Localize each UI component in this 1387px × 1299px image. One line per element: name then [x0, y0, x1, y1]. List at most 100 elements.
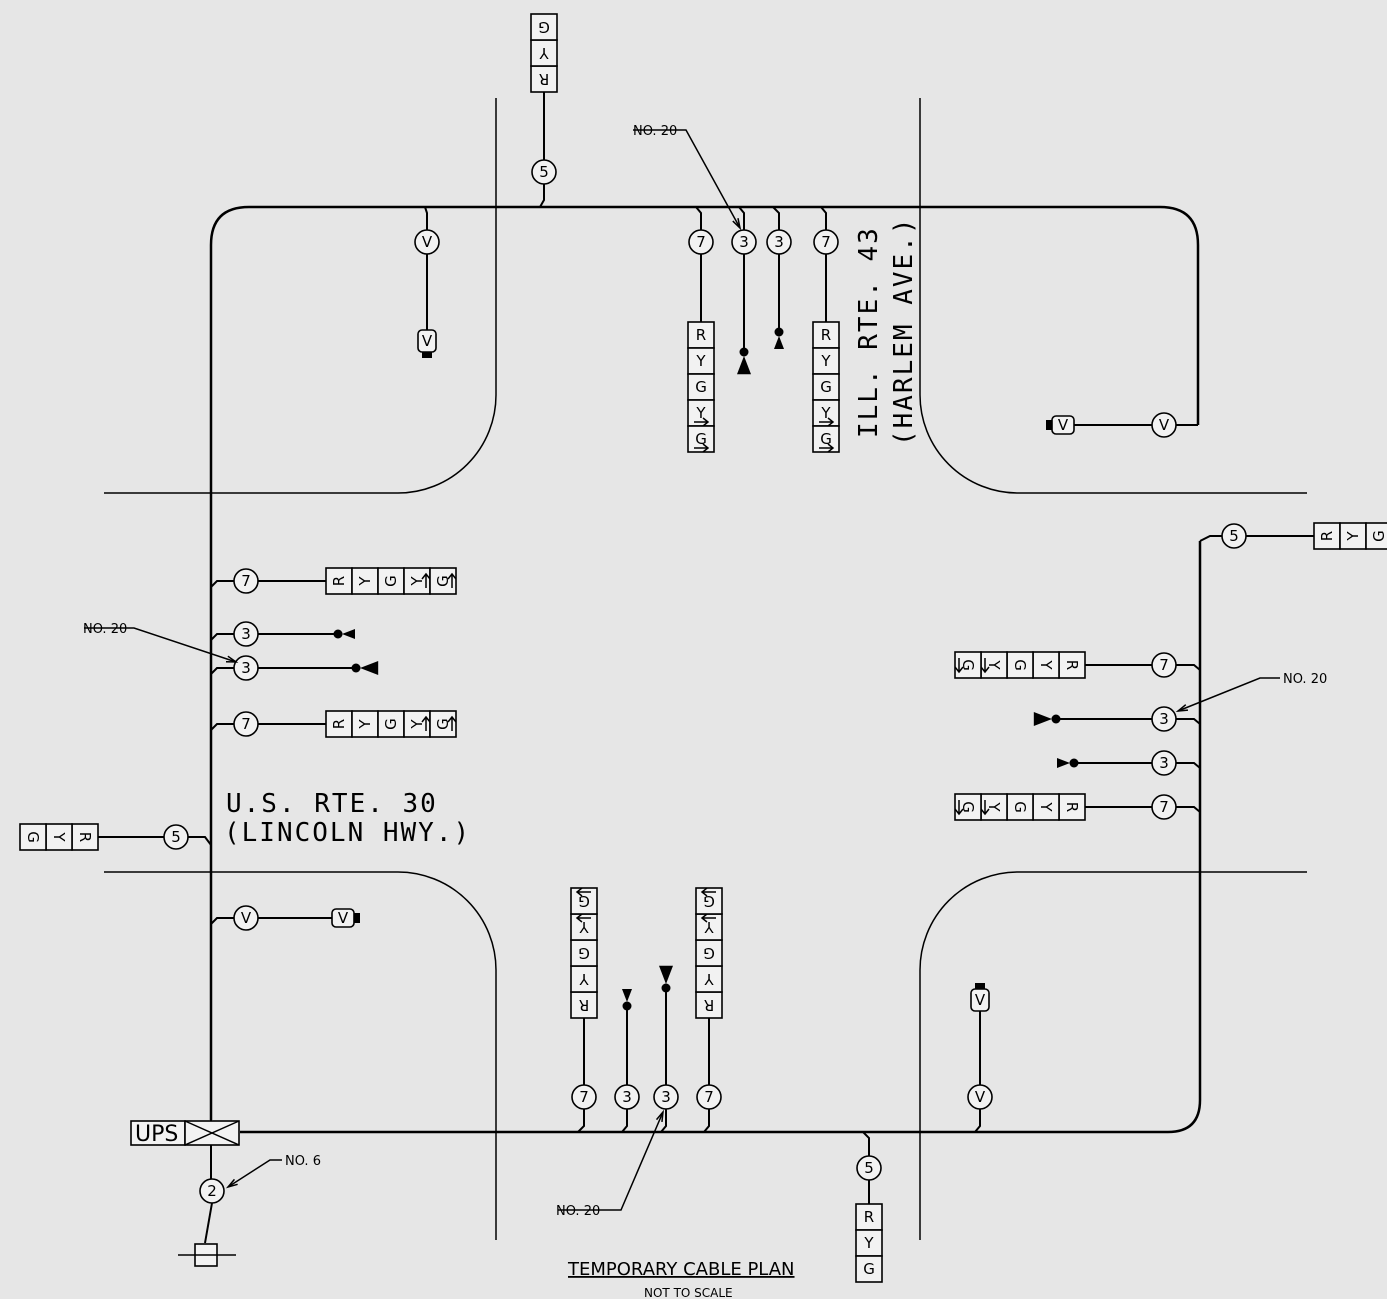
ped-head — [1033, 712, 1052, 726]
camera-lens — [1046, 420, 1052, 430]
cable-wire — [539, 184, 545, 208]
ped-head — [659, 965, 673, 984]
arrow-icon — [447, 715, 457, 731]
cable-wire — [188, 836, 212, 846]
signal-head-north-far: RYG — [530, 13, 558, 93]
ped-head — [360, 661, 379, 675]
signal-section — [855, 1255, 883, 1283]
leader-line — [558, 1111, 664, 1211]
road-curbs — [104, 98, 1307, 1240]
signal-section — [1006, 793, 1034, 821]
camera-lens — [975, 983, 985, 989]
arrow-icon — [575, 913, 591, 923]
bubble-label: 3 — [241, 659, 251, 677]
bubble-label: V — [1159, 416, 1170, 434]
bubble-5-west: 5 — [163, 824, 189, 850]
signal-section — [530, 65, 558, 93]
signal-letter: Y — [50, 831, 68, 842]
ped-dot — [1051, 714, 1061, 724]
ped-head — [774, 336, 784, 349]
leader-line — [633, 129, 741, 229]
ups-cabinet: UPS — [130, 1120, 240, 1147]
bubble-3-south-2: 3 — [653, 1084, 679, 1110]
signal-section — [1058, 651, 1086, 679]
cable-wire — [1176, 762, 1201, 769]
signal-letter: Y — [408, 576, 426, 587]
ped-west-2 — [351, 661, 379, 675]
signal-letter: R — [821, 326, 831, 344]
signal-section — [1365, 522, 1387, 550]
leader-line — [227, 1159, 282, 1188]
bubble-label: V — [241, 909, 252, 927]
signal-letter: Y — [1344, 531, 1362, 542]
signal-section — [687, 321, 715, 349]
signal-letter: Y — [579, 970, 590, 988]
signal-letter: R — [539, 70, 549, 88]
ped-north-1 — [737, 347, 751, 375]
ped-west-1 — [333, 629, 355, 639]
cable-wire — [772, 206, 780, 230]
cable-wire — [1176, 806, 1201, 813]
signal-head-south-far: RYG — [855, 1203, 883, 1283]
arrow-icon — [819, 417, 835, 427]
signal-section — [812, 321, 840, 349]
bubble-5-north: 5 — [531, 159, 557, 185]
signal-letter: Y — [1037, 659, 1055, 670]
cable-wire — [210, 667, 234, 675]
signal-letter: G — [695, 430, 707, 448]
signal-letter: R — [579, 996, 589, 1014]
signal-letter: G — [578, 944, 590, 962]
ped-head — [1057, 758, 1070, 768]
arrow-icon — [575, 887, 591, 897]
leader-line — [1177, 677, 1280, 712]
signal-letter: G — [959, 659, 977, 671]
signal-letter: G — [1011, 801, 1029, 813]
signal-letter: Y — [820, 404, 831, 422]
main-cable-loop — [209, 205, 1202, 1134]
bubble-3-east-1: 3 — [1151, 706, 1177, 732]
ped-north-2 — [774, 327, 784, 349]
cable-wire — [210, 633, 234, 641]
leader-arrow-icon — [225, 655, 239, 663]
cable-wire — [621, 1109, 628, 1133]
signal-section — [19, 823, 47, 851]
bubble-7-west-2: 7 — [233, 711, 259, 737]
signal-letter: R — [1063, 660, 1081, 670]
bubble-label: V — [422, 233, 433, 251]
callout-no20-north: NO. 20 — [633, 124, 677, 139]
signal-letter: R — [696, 326, 706, 344]
bubble-7-south-1: 7 — [571, 1084, 597, 1110]
bubble-3-west-1: 3 — [233, 621, 259, 647]
arrow-icon — [700, 913, 716, 923]
bubble-3-south-1: 3 — [614, 1084, 640, 1110]
signal-letter: G — [578, 892, 590, 910]
ped-east-2 — [1057, 758, 1079, 768]
bubble-label: 3 — [1159, 754, 1169, 772]
ped-head — [342, 629, 355, 639]
bubble-label: 7 — [704, 1088, 714, 1106]
leader-line — [84, 627, 237, 663]
bubble-7-south-2: 7 — [696, 1084, 722, 1110]
signal-letter: Y — [704, 970, 715, 988]
signal-letter: Y — [579, 918, 590, 936]
bubble-7-west-1: 7 — [233, 568, 259, 594]
arrow-icon — [694, 443, 710, 453]
callout-no6: NO. 6 — [285, 1154, 321, 1169]
signal-letter: G — [1011, 659, 1029, 671]
signal-letter: R — [864, 1208, 874, 1226]
callout-no20-east: NO. 20 — [1283, 672, 1327, 687]
cable-wire — [424, 206, 428, 230]
bubble-2-service: 2 — [199, 1178, 225, 1204]
signal-letter: R — [1063, 802, 1081, 812]
cable-wire — [577, 1109, 585, 1133]
bubble-label: 5 — [864, 1159, 874, 1177]
ped-dot — [774, 327, 784, 337]
